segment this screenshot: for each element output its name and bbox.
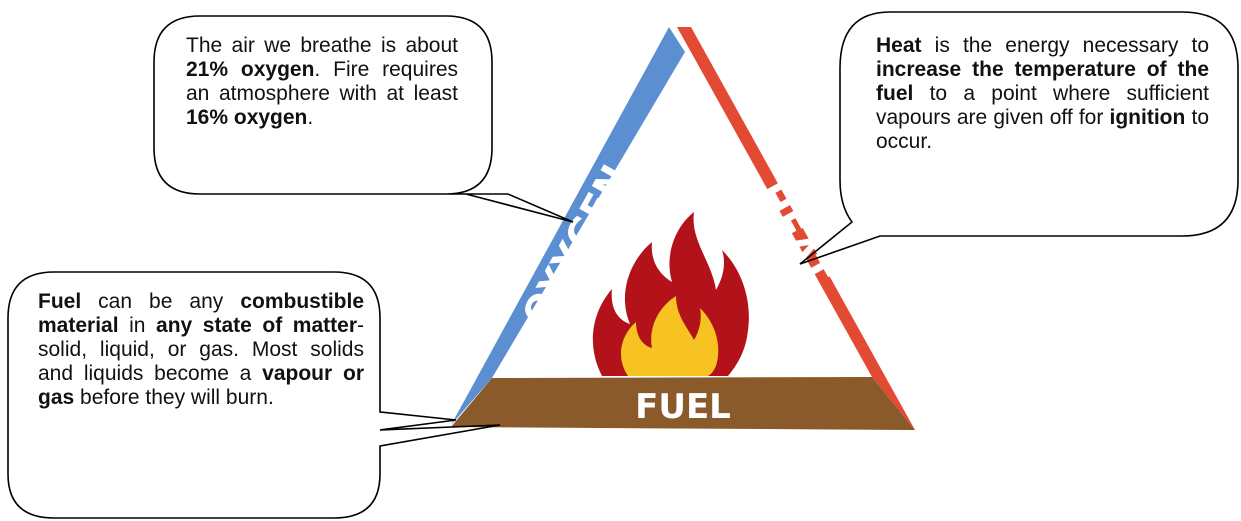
fuel-callout-bubble (7, 271, 501, 519)
heat-text-part: to occur. (876, 106, 1209, 153)
oxygen-text-part: . (307, 106, 314, 129)
fuel-text-part: can be any (81, 290, 241, 313)
fuel-side (451, 377, 915, 430)
oxygen-text-part: . Fire requires an atmosphere with at le… (186, 58, 459, 105)
heat-text-part: is the energy necessary to (921, 34, 1209, 57)
fuel-text-bold: Fuel (38, 290, 82, 313)
fuel-text-part: before they will burn. (74, 386, 274, 409)
oxygen-text-bold: 16% oxygen (186, 106, 308, 129)
fuel-label: FUEL (635, 387, 731, 427)
oxygen-text-bold: 21% oxygen (186, 58, 315, 81)
heat-callout-bubble (799, 11, 1239, 265)
fuel-text-bold: any state of matter (156, 314, 357, 337)
heat-callout-text: Heat is the energy necessary to increase… (876, 34, 1209, 154)
heat-label: HEAT (747, 175, 839, 293)
fuel-callout-text: Fuel can be any combustible material in … (38, 290, 364, 410)
heat-text-bold: increase the temperature of the fuel (876, 58, 1209, 105)
heat-text-bold: Heat (876, 34, 922, 57)
flame-inner (621, 296, 719, 376)
oxygen-label: OXYGEN (514, 158, 638, 334)
flame-icon (592, 212, 749, 376)
fuel-text-part: in (118, 314, 157, 337)
heat-text-bold: ignition (1109, 106, 1186, 129)
fuel-text-part: -solid, liquid, or gas. Most solids and … (38, 314, 364, 385)
fuel-text-bold: combustible material (38, 290, 364, 337)
oxygen-text-part: The air we breathe is about (186, 34, 458, 57)
oxygen-callout-bubble (153, 15, 574, 223)
heat-side (677, 27, 915, 430)
oxygen-callout-text: The air we breathe is about 21% oxygen. … (186, 34, 458, 130)
fuel-text-bold: vapour or gas (38, 362, 364, 409)
callout-bubbles (7, 11, 1239, 519)
oxygen-side (451, 27, 685, 425)
heat-text-part: to a point where sufficient vapours are … (876, 82, 1209, 129)
